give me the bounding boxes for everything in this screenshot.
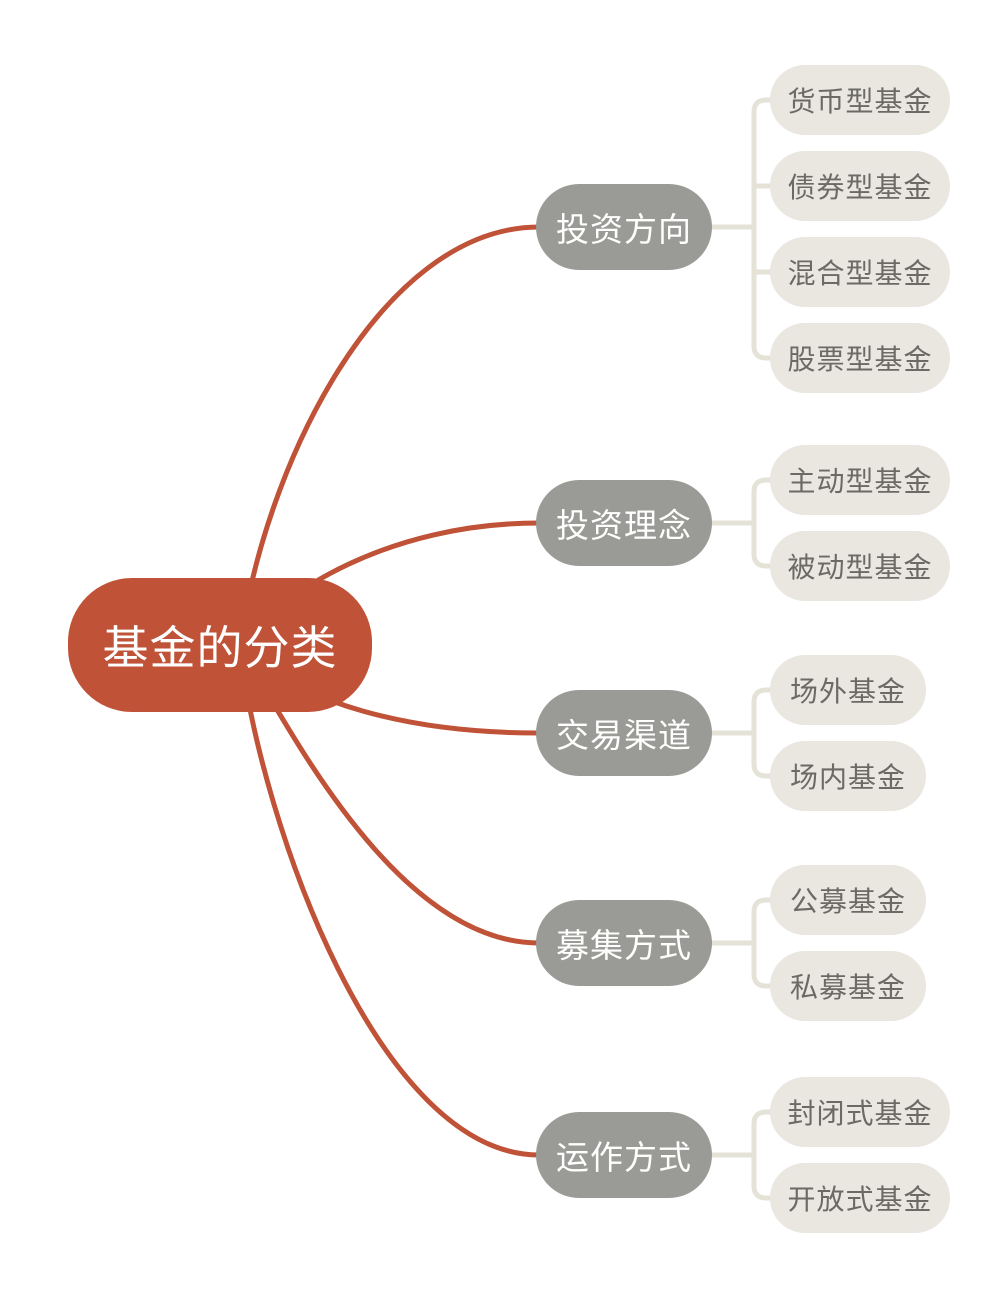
link-root-to-investment-direction (237, 224, 542, 651)
topic-otc-fund[interactable]: 场外基金 (770, 655, 926, 725)
link-root-to-operation-mode (237, 645, 542, 1158)
topic-exchange-traded-fund[interactable]: 场内基金 (770, 741, 926, 811)
branch-trading-channel[interactable]: 交易渠道 (536, 690, 712, 776)
connector-operation-mode-trunk (751, 1109, 773, 1201)
branch-operation-mode[interactable]: 运作方式 (536, 1112, 712, 1198)
topic-bond-fund[interactable]: 债券型基金 (770, 151, 950, 221)
topic-open-end-fund[interactable]: 开放式基金 (770, 1163, 950, 1233)
connector-investment-direction-trunk (751, 97, 773, 361)
topic-passive-fund[interactable]: 被动型基金 (770, 531, 950, 601)
topic-stock-fund[interactable]: 股票型基金 (770, 323, 950, 393)
topic-public-offering-fund[interactable]: 公募基金 (770, 865, 926, 935)
topic-active-fund[interactable]: 主动型基金 (770, 445, 950, 515)
topic-private-offering-fund[interactable]: 私募基金 (770, 951, 926, 1021)
branch-investment-direction[interactable]: 投资方向 (536, 184, 712, 270)
branch-investment-philosophy[interactable]: 投资理念 (536, 480, 712, 566)
branch-fundraising-method[interactable]: 募集方式 (536, 900, 712, 986)
topic-mixed-fund[interactable]: 混合型基金 (770, 237, 950, 307)
topic-money-market-fund[interactable]: 货币型基金 (770, 65, 950, 135)
connector-fundraising-method-trunk (751, 897, 773, 989)
topic-closed-end-fund[interactable]: 封闭式基金 (770, 1077, 950, 1147)
connector-trading-channel-trunk (751, 687, 773, 779)
central-topic[interactable]: 基金的分类 (68, 578, 372, 712)
connector-investment-philosophy-trunk (751, 477, 773, 569)
